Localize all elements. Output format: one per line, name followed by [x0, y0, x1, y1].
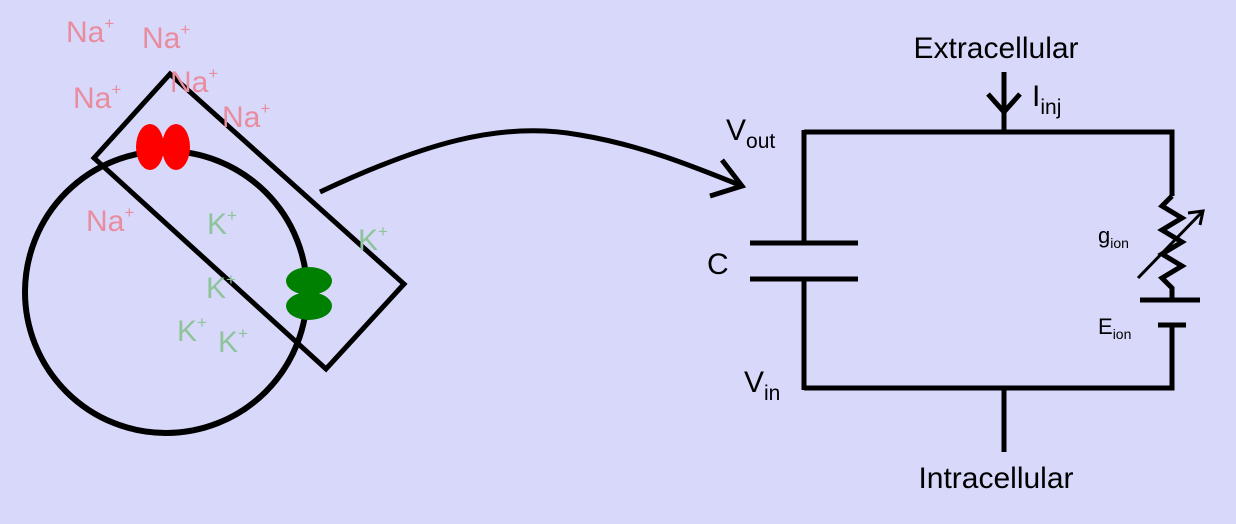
- potassium-ion-label: K+: [218, 324, 248, 359]
- circuit-top-wire: [804, 129, 1175, 196]
- potassium-ion-label: K+: [206, 270, 236, 305]
- cell: Na+ Na+ Na+ Na+ Na+ Na+ K+ K+ K+ K+ K+: [22, 14, 408, 436]
- intracellular-label: Intracellular: [918, 462, 1073, 495]
- capacitance-label: C: [707, 248, 729, 281]
- v-out-label: Vout: [726, 114, 775, 153]
- variable-resistor: [1157, 194, 1187, 300]
- zoom-rectangle: [90, 70, 408, 373]
- v-in-label: Vin: [744, 366, 780, 405]
- potassium-ion-label: K+: [358, 222, 388, 257]
- sodium-ion-label: Na+: [86, 203, 134, 238]
- reversal-potential-label: Eion: [1098, 314, 1131, 342]
- conductance-label: gion: [1098, 223, 1129, 251]
- sodium-ion-label: Na+: [66, 14, 114, 49]
- equivalent-circuit: Extracellular Intracellular Vout Vin Iin…: [707, 32, 1205, 495]
- variable-resistor-arrowhead: [1187, 209, 1205, 226]
- zoom-arrow: [318, 128, 747, 199]
- sodium-ion-label: Na+: [170, 64, 218, 99]
- variable-resistor-arrow: [1136, 209, 1205, 280]
- sodium-channel: [136, 124, 190, 170]
- circuit-bottom-wire: [804, 325, 1175, 391]
- cell-membrane: [22, 148, 310, 436]
- potassium-ion-label: K+: [177, 313, 207, 348]
- sodium-ion-label: Na+: [73, 80, 121, 115]
- potassium-ion-label: K+: [207, 206, 237, 241]
- injected-current-label: Iinj: [1032, 80, 1061, 119]
- injected-current-arrowhead: [986, 92, 1022, 116]
- sodium-ion-label: Na+: [222, 99, 270, 134]
- sodium-ion-label: Na+: [142, 20, 190, 55]
- potassium-channel: [286, 267, 332, 320]
- extracellular-label: Extracellular: [913, 32, 1078, 65]
